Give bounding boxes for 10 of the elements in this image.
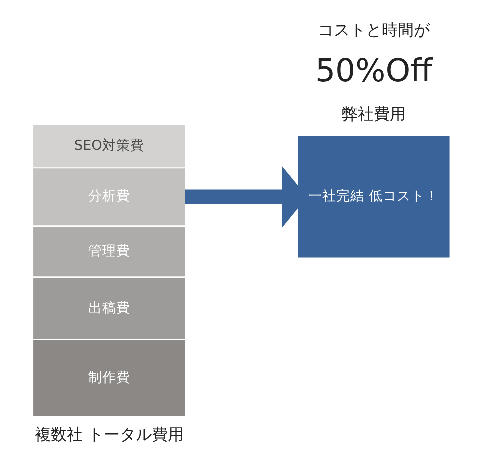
label: 50%Off [315,54,432,90]
node-box: 分析費 [34,168,186,226]
node-box: 制作費 [34,340,186,416]
label: コストと時間が [318,20,430,40]
label: 弊社費用 [342,104,406,124]
node-box: 管理費 [34,227,186,277]
label: 複数社 トータル費用 [34,425,184,444]
node-box: SEO対策費 [34,125,186,168]
node-box: 出稿費 [34,278,186,340]
node-box: 一社完結 低コスト！ [298,136,450,258]
